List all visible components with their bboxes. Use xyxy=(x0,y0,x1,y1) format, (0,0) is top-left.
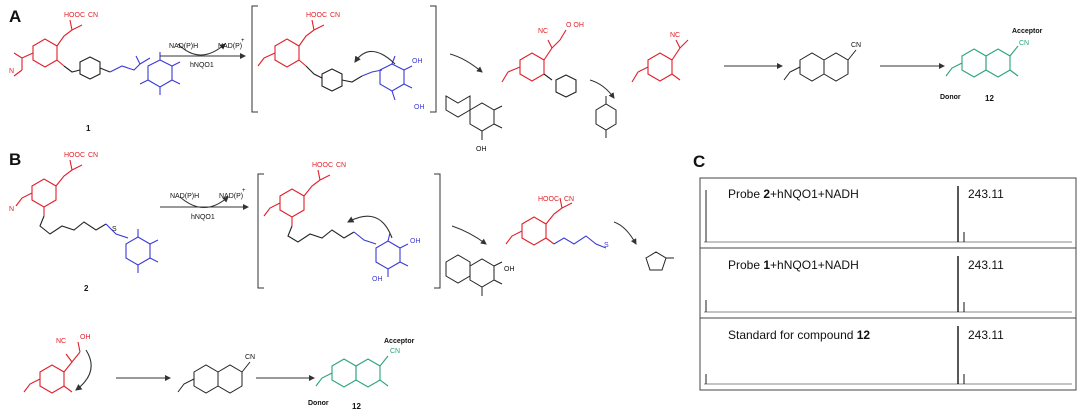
ms-trace-2-post: +hNQO1+NADH xyxy=(770,258,859,272)
intermediate-b3-structure xyxy=(23,341,92,394)
intermediate-a-structure xyxy=(257,19,413,101)
reaction-arrow-a3 xyxy=(589,79,615,99)
ms-trace-1-post: +hNQO1+NADH xyxy=(770,187,859,201)
label-cn-product-a: CN xyxy=(1019,40,1030,47)
ms-trace-1-mz: 243.11 xyxy=(968,187,1004,201)
label-nadph-a: NAD(P)H xyxy=(169,43,199,50)
label-donor-a: Donor xyxy=(940,94,961,101)
label-oh-int-b: OH xyxy=(410,238,421,245)
label-cooh-int-b: HOOC xyxy=(312,162,333,169)
label-cn-b4: CN xyxy=(245,354,256,361)
ms-trace-3-pre: Standard for compound xyxy=(728,328,857,342)
panel-label-c: C xyxy=(693,152,706,171)
intermediate-a3-structure xyxy=(631,39,689,83)
label-enzyme-b: hNQO1 xyxy=(191,214,215,221)
label-acceptor-a: Acceptor xyxy=(1012,28,1043,35)
product-12-structure-b xyxy=(315,355,389,388)
label-cn-a3: CN xyxy=(851,42,862,49)
lactone-byproduct-a xyxy=(445,95,503,140)
label-cooh-b: HOOC xyxy=(64,152,85,159)
label-cooh-b2: HOOC xyxy=(538,196,559,203)
label-nc-a2: NC xyxy=(538,28,549,35)
label-cn-b: CN xyxy=(88,152,99,159)
label-oh-lactone-a: OH xyxy=(476,146,487,153)
reaction-arrow-a2 xyxy=(449,53,483,73)
label-nadph-b: NAD(P)H xyxy=(170,193,200,200)
ms-trace-2-mz: 243.11 xyxy=(968,258,1004,272)
label-nadp-plus-a: + xyxy=(241,38,245,44)
label-cooh-a: HOOC xyxy=(64,12,85,19)
product-12-structure-a xyxy=(945,45,1019,78)
ms-trace-3-mz: 243.11 xyxy=(968,328,1004,342)
label-enzyme-a: hNQO1 xyxy=(190,62,214,69)
label-nadp-a: NAD(P) xyxy=(218,43,243,50)
compound-label-1: 1 xyxy=(86,124,91,133)
cyclic-thiocarbonate-byproduct xyxy=(645,251,674,271)
label-nadp-plus-b: + xyxy=(242,188,246,194)
curved-arrow-icon xyxy=(177,43,226,56)
compound-label-12-a: 12 xyxy=(985,94,994,103)
cyclized-intermediate-a xyxy=(783,49,857,82)
label-oh-b3: OH xyxy=(80,334,91,341)
label-oh2-int-a: OH xyxy=(414,104,425,111)
reaction-arrow-b3 xyxy=(613,221,637,245)
bracket-right-b xyxy=(434,173,441,289)
ms-trace-2-pre: Probe xyxy=(728,258,764,272)
cyclized-intermediate-b xyxy=(177,361,251,394)
ms-trace-1-label: Probe 2+hNQO1+NADH xyxy=(728,187,859,201)
ms-trace-3-label: Standard for compound 12 xyxy=(728,328,870,342)
compound-label-12-b: 12 xyxy=(352,402,361,411)
curved-arrow-icon-b xyxy=(179,196,229,208)
label-cn-product-b: CN xyxy=(390,348,401,355)
bracket-left-a xyxy=(251,5,258,113)
lactone-byproduct-b xyxy=(445,254,503,296)
label-oh-int-a: OH xyxy=(412,58,423,65)
label-oh-lactone-b: OH xyxy=(504,266,515,273)
ms-panel xyxy=(699,177,1077,391)
label-acceptor-b: Acceptor xyxy=(384,338,415,345)
quinone-methide-byproduct xyxy=(595,96,617,138)
bracket-right-a xyxy=(430,5,437,113)
label-n-b: N xyxy=(9,206,15,213)
compound-2-structure xyxy=(15,159,159,273)
panel-label-a: A xyxy=(9,7,22,26)
panel-label-b: B xyxy=(9,150,22,169)
ms-trace-2-bold: 1 xyxy=(763,258,771,272)
ms-trace-2-label: Probe 1+hNQO1+NADH xyxy=(728,258,859,272)
label-s-b: S xyxy=(112,226,117,233)
label-cooh-a2: O OH xyxy=(566,22,584,29)
label-cn-a: CN xyxy=(88,12,99,19)
compound-1-structure xyxy=(13,19,181,95)
label-s-b2: S xyxy=(604,242,609,249)
label-cn-int-b: CN xyxy=(336,162,347,169)
intermediate-b-structure xyxy=(263,169,409,277)
label-cn-b2: CN xyxy=(564,196,575,203)
label-nc-a3: NC xyxy=(670,32,681,39)
label-donor-b: Donor xyxy=(308,400,329,407)
compound-label-2: 2 xyxy=(84,284,89,293)
ms-trace-1-pre: Probe xyxy=(728,187,764,201)
label-nc-b3: NC xyxy=(56,338,67,345)
label-nadp-b: NAD(P) xyxy=(219,193,244,200)
reaction-arrow-b2 xyxy=(451,225,487,245)
bracket-left-b xyxy=(257,173,264,289)
label-n-a: N xyxy=(9,68,15,75)
intermediate-b2-structure xyxy=(505,197,607,249)
ms-trace-1-bold: 2 xyxy=(763,187,771,201)
label-cooh-int-a: HOOC xyxy=(306,12,327,19)
ms-trace-3-bold: 12 xyxy=(856,328,871,342)
intermediate-a2-structure xyxy=(501,29,577,98)
label-cn-int-a: CN xyxy=(330,12,341,19)
label-oh2-int-b: OH xyxy=(372,276,383,283)
